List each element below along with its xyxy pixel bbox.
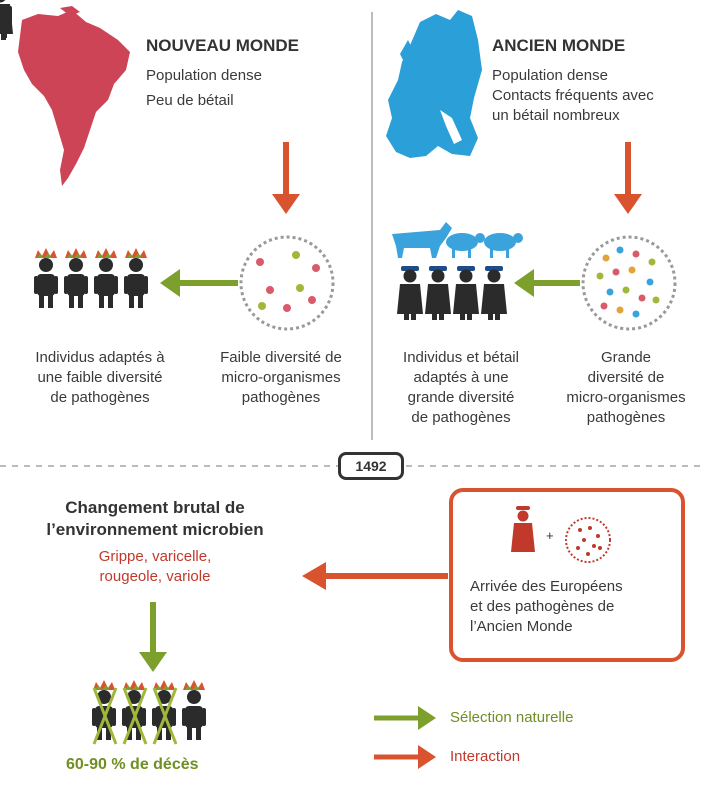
- old-world-title: ANCIEN MONDE: [492, 36, 626, 55]
- new-world-microbes-caption: Faible diversité de micro-organismes pat…: [220, 349, 342, 406]
- legend-interaction: Interaction: [450, 748, 521, 765]
- arrow-icon: [160, 269, 238, 297]
- arrow-icon: [614, 142, 642, 214]
- old-world-people-caption: Individus et bétail adaptés à une grande…: [403, 349, 519, 426]
- arrival-box: [449, 488, 685, 662]
- arrival-text: Arrivée des Européens et des pathogènes …: [470, 578, 623, 635]
- new-world-line-2: Peu de bétail: [146, 92, 234, 109]
- year-badge: 1492: [338, 452, 404, 480]
- new-world-people-caption: Individus adaptés à une faible diversité…: [35, 349, 165, 406]
- arrow-icon: [139, 602, 167, 672]
- legend-selection: Sélection naturelle: [450, 709, 574, 726]
- old-world-line-3: un bétail nombreux: [492, 107, 620, 124]
- arrow-icon: [302, 562, 448, 590]
- plus-sign: +: [546, 528, 554, 543]
- deaths-label: 60-90 % de décès: [66, 756, 199, 773]
- old-world-line-2: Contacts fréquents avec: [492, 87, 654, 104]
- new-world-line-1: Population dense: [146, 67, 262, 84]
- old-world-microbes-caption: Grande diversité de micro-organismes pat…: [566, 349, 686, 426]
- diseases-list: Grippe, varicelle, rougeole, variole: [98, 548, 212, 585]
- arrow-icon: [272, 142, 300, 214]
- change-title: Changement brutal de l’environnement mic…: [46, 498, 264, 539]
- arrow-icon: [374, 745, 436, 769]
- arrow-icon: [374, 706, 436, 730]
- old-world-line-1: Population dense: [492, 67, 608, 84]
- new-world-title: NOUVEAU MONDE: [146, 36, 300, 55]
- arrow-icon: [514, 269, 580, 297]
